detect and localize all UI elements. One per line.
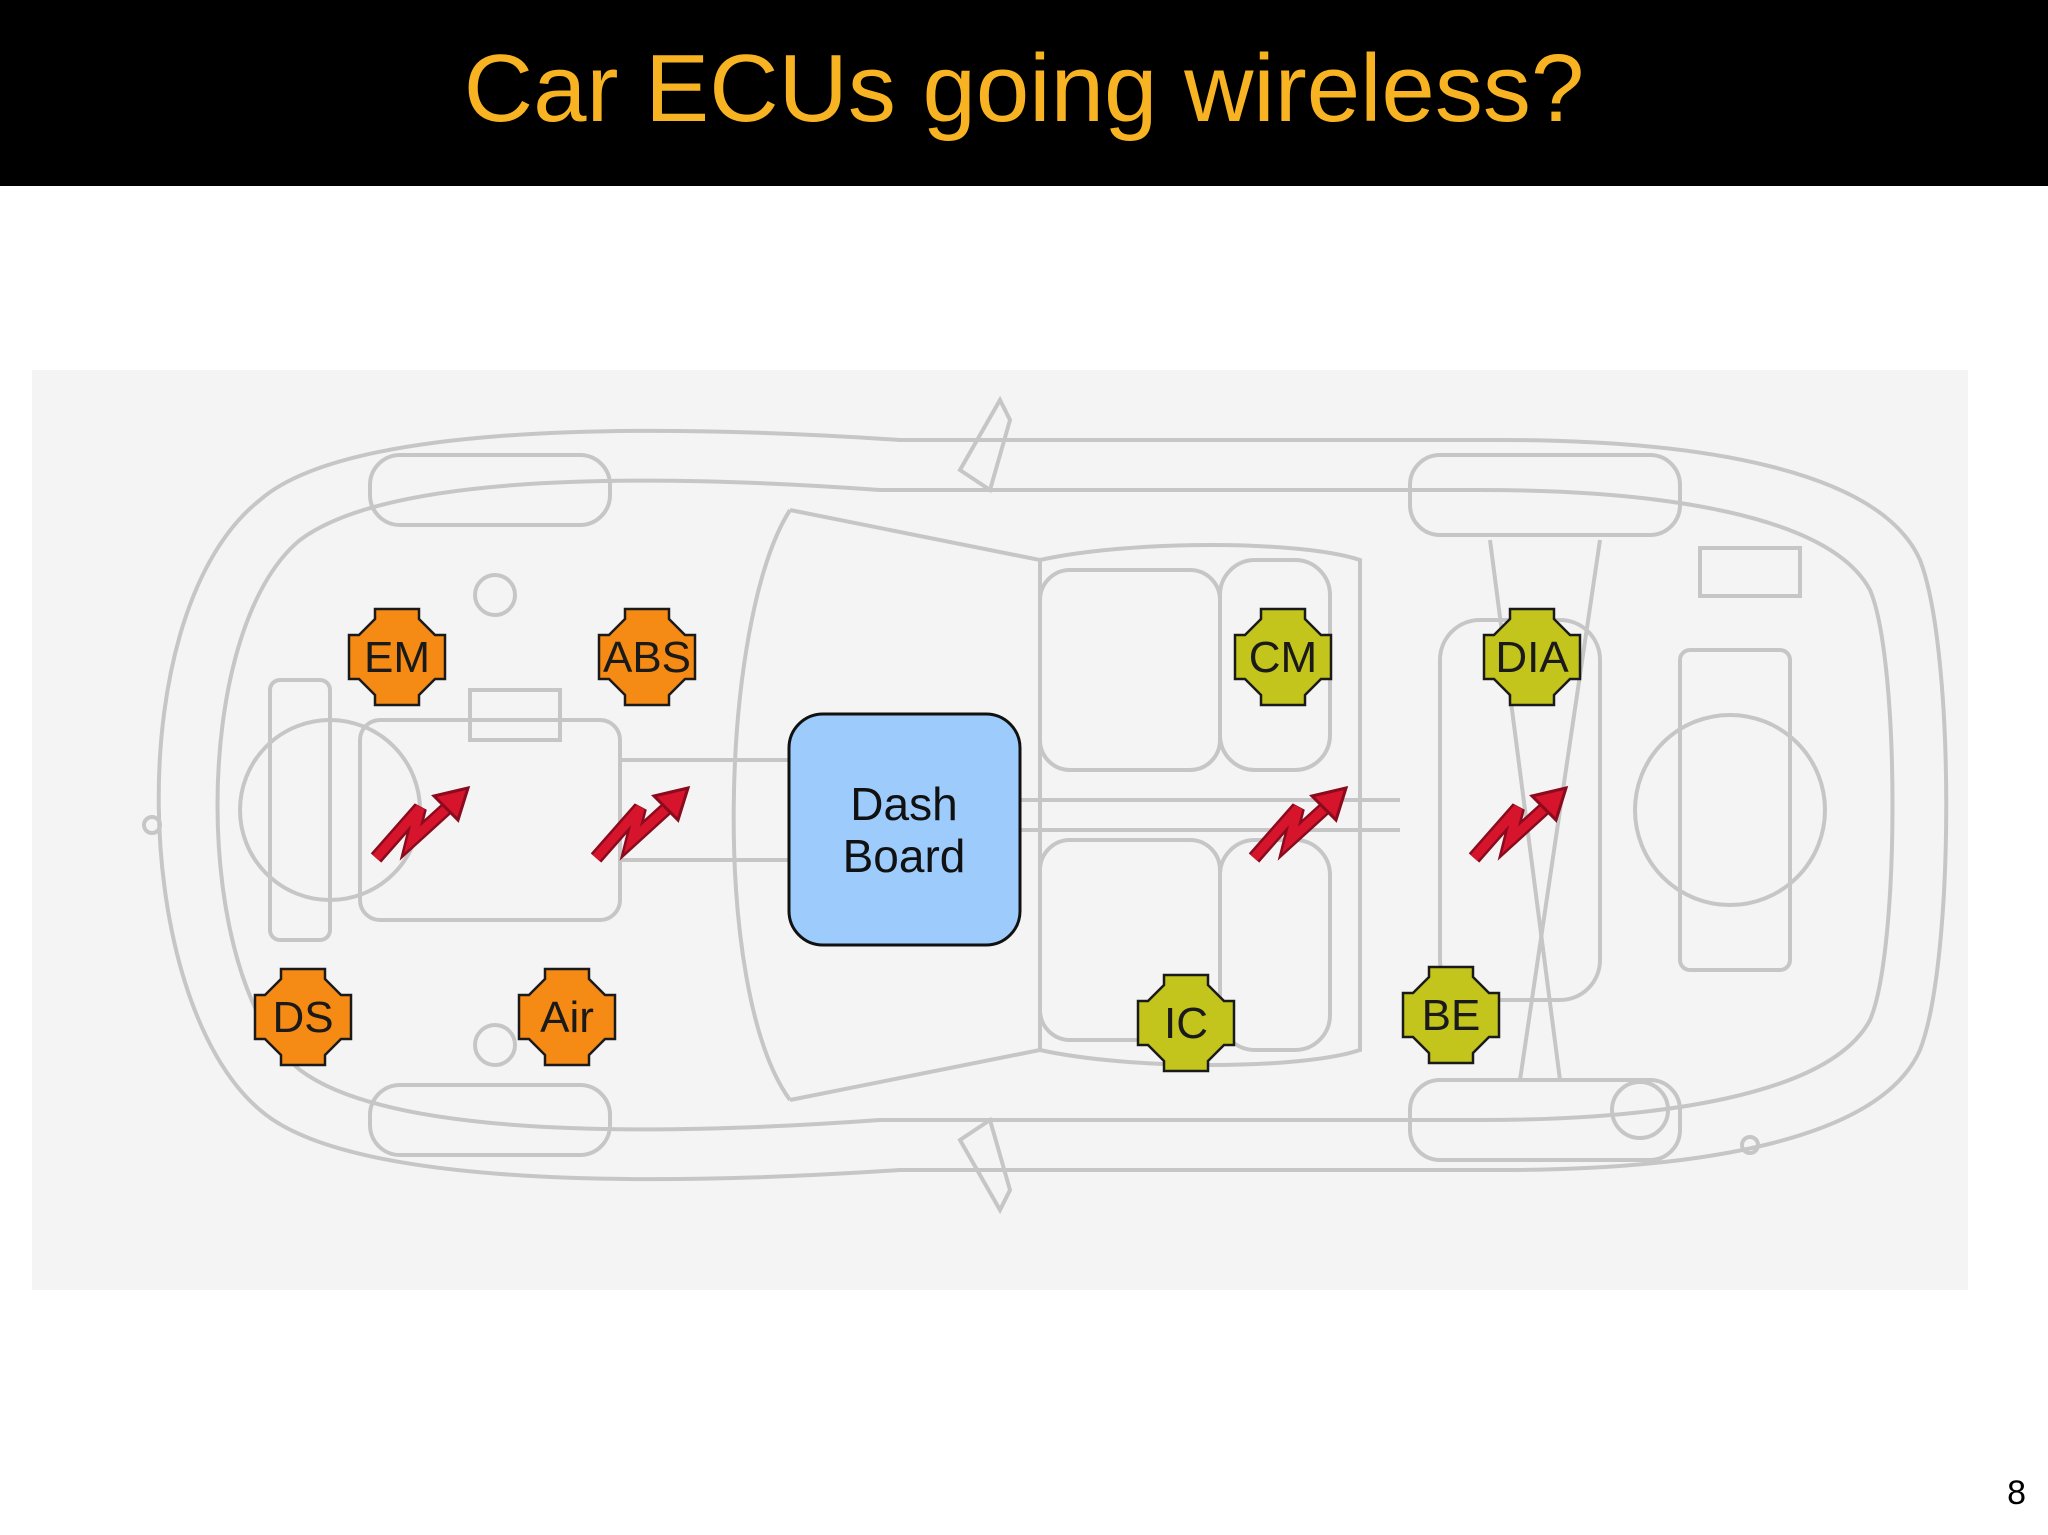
- title-bar: Car ECUs going wireless?: [0, 0, 2048, 186]
- ecu-dia-label: DIA: [1495, 633, 1569, 682]
- ecu-air-label: Air: [540, 993, 594, 1042]
- car-outline-drawing: [142, 395, 1949, 1215]
- ecu-abs: ABS: [597, 607, 697, 707]
- ecu-air: Air: [517, 967, 617, 1067]
- wireless-signal-icon: [376, 788, 468, 858]
- ecu-em: EM: [347, 607, 447, 707]
- page-number: 8: [2007, 1474, 2026, 1512]
- wireless-signal-icon: [1474, 788, 1566, 858]
- ecu-be-label: BE: [1422, 991, 1481, 1040]
- ecu-abs-label: ABS: [603, 633, 691, 682]
- ecu-ds-label: DS: [272, 993, 333, 1042]
- ecu-cm-label: CM: [1249, 633, 1317, 682]
- ecu-ds: DS: [253, 967, 353, 1067]
- ecu-em-label: EM: [364, 633, 430, 682]
- slide-title: Car ECUs going wireless?: [463, 35, 1585, 142]
- dashboard-label-line1: Dash: [850, 778, 957, 830]
- dashboard-label-line2: Board: [843, 830, 966, 882]
- ecu-be: BE: [1401, 965, 1501, 1065]
- ecu-cm: CM: [1233, 607, 1333, 707]
- wireless-signal-icon: [596, 788, 688, 858]
- ecu-ic: IC: [1136, 973, 1236, 1073]
- dashboard-unit: Dash Board: [787, 712, 1022, 947]
- ecu-dia: DIA: [1482, 607, 1582, 707]
- ecu-ic-label: IC: [1164, 999, 1208, 1048]
